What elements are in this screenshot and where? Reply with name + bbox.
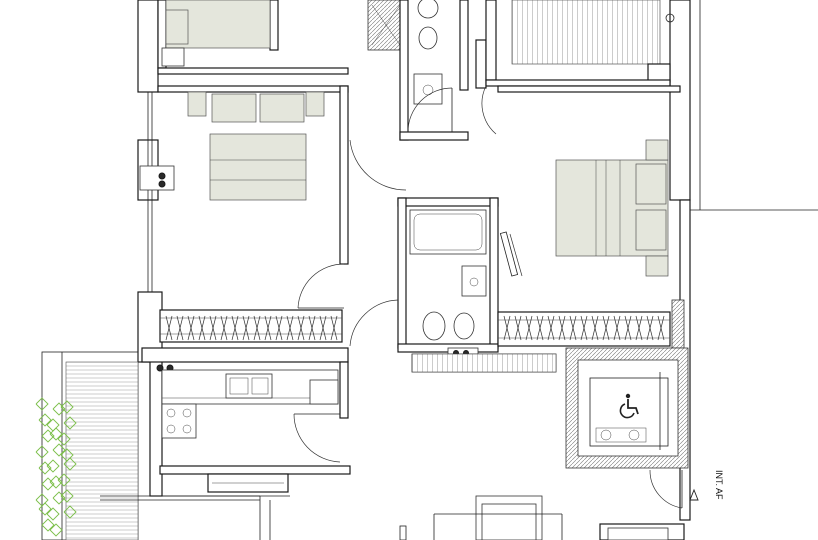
entrance-label: INT. AF	[714, 470, 724, 500]
shrub	[63, 416, 77, 430]
hanger	[613, 315, 621, 341]
shrub	[60, 489, 74, 503]
shrub	[60, 400, 74, 414]
planting	[35, 397, 77, 537]
shrub	[57, 432, 71, 446]
wardrobe-hangers-left	[165, 315, 338, 341]
hanger	[253, 315, 261, 341]
shrub	[41, 518, 55, 532]
shrub	[52, 402, 66, 416]
entrance: INT. AF	[649, 469, 724, 509]
shrub	[63, 457, 77, 471]
bedroom-master	[497, 85, 685, 349]
wardrobe-hangers-right	[503, 315, 665, 341]
hanger	[624, 315, 632, 341]
shrub	[35, 397, 49, 411]
hanger	[558, 315, 566, 341]
hanger	[503, 315, 511, 341]
shrub	[52, 491, 66, 505]
shrub	[49, 427, 63, 441]
hanger	[646, 315, 654, 341]
kitchen	[141, 347, 351, 493]
hanger	[198, 315, 206, 341]
hanger	[330, 315, 338, 341]
shrub	[38, 502, 52, 516]
shrub	[46, 459, 60, 473]
shrub	[52, 443, 66, 457]
terrace	[41, 351, 271, 540]
hanger	[536, 315, 544, 341]
shrub	[63, 505, 77, 519]
hanger	[525, 315, 533, 341]
hanger	[602, 315, 610, 341]
shrub	[38, 413, 52, 427]
hanger	[580, 315, 588, 341]
hanger	[176, 315, 184, 341]
hanger	[319, 315, 327, 341]
closet-top	[367, 0, 405, 51]
bedroom-left	[139, 85, 349, 343]
hanger	[165, 315, 173, 341]
hanger	[187, 315, 195, 341]
hanger	[242, 315, 250, 341]
hanger	[209, 315, 217, 341]
hanger	[286, 315, 294, 341]
hanger	[635, 315, 643, 341]
shrub	[41, 429, 55, 443]
hanger	[514, 315, 522, 341]
shrub	[35, 493, 49, 507]
hanger	[220, 315, 228, 341]
bathroom-center	[349, 139, 499, 359]
shrub	[49, 523, 63, 537]
shrub	[35, 445, 49, 459]
shrub	[46, 418, 60, 432]
bathroom-top	[399, 0, 469, 141]
hanger	[657, 315, 665, 341]
wheelchair-icon	[619, 393, 639, 419]
living-area	[399, 495, 685, 540]
hanger	[275, 315, 283, 341]
shrub	[46, 507, 60, 521]
hanger	[308, 315, 316, 341]
hall-sideboard	[411, 353, 557, 373]
bedroom-top-left	[157, 0, 349, 75]
hanger	[591, 315, 599, 341]
shrub	[57, 473, 71, 487]
bedroom-top-right	[475, 0, 675, 135]
shrub	[49, 475, 63, 489]
hanger	[231, 315, 239, 341]
shrub	[38, 461, 52, 475]
lift-core	[565, 347, 689, 469]
hanger	[264, 315, 272, 341]
shrub	[41, 477, 55, 491]
hanger	[547, 315, 555, 341]
shrub	[60, 448, 74, 462]
hanger	[569, 315, 577, 341]
triangle-up-icon	[689, 488, 699, 501]
hanger	[297, 315, 305, 341]
